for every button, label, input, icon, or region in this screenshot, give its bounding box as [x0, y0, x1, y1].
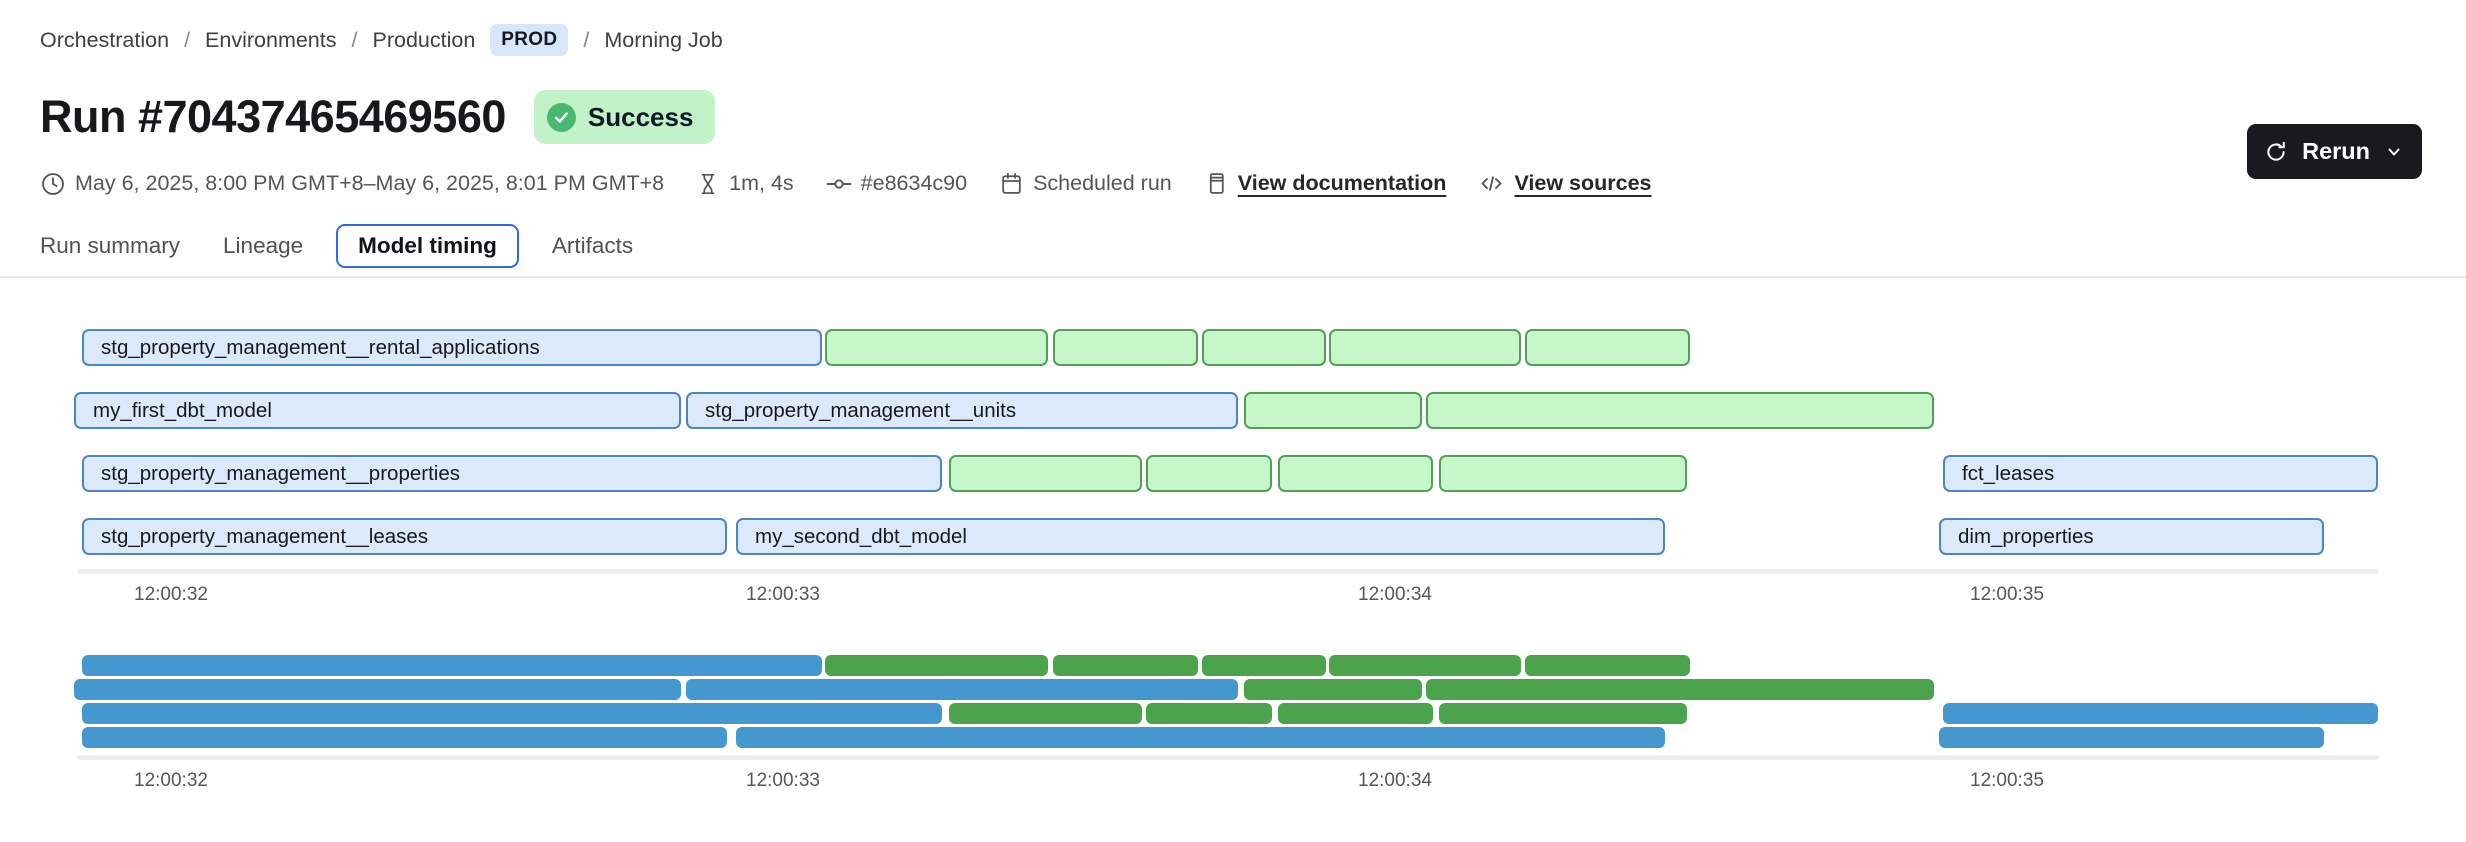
- breadcrumb: Orchestration / Environments / Productio…: [40, 24, 723, 56]
- breadcrumb-separator: /: [351, 27, 358, 52]
- chart-axis-tick: 12:00:34: [1358, 584, 1432, 605]
- environment-badge: PROD: [490, 24, 569, 56]
- minimap-bar: [1525, 655, 1690, 676]
- timeline-bar-dim_properties[interactable]: dim_properties: [1939, 518, 2324, 555]
- timeline-bar-label: stg_property_management__leases: [101, 524, 429, 548]
- timeline-bar[interactable]: [1439, 455, 1687, 492]
- timeline-bar-my_first_dbt_model[interactable]: my_first_dbt_model: [74, 392, 681, 429]
- minimap-bar: [74, 679, 681, 700]
- breadcrumb-orchestration[interactable]: Orchestration: [40, 27, 170, 52]
- minimap-axis-tick: 12:00:35: [1970, 770, 2044, 791]
- minimap-bar: [1278, 703, 1433, 724]
- chevron-down-icon: [2384, 142, 2404, 162]
- minimap-bar: [1439, 703, 1687, 724]
- timeline-bar-label: dim_properties: [1958, 524, 2094, 548]
- status-badge: Success: [533, 90, 716, 144]
- timeline-bar[interactable]: [1202, 329, 1326, 366]
- timeline-bar[interactable]: [1329, 329, 1521, 366]
- chart-axis-tick: 12:00:33: [746, 584, 820, 605]
- tab-bar: Run summary Lineage Model timing Artifac…: [40, 224, 633, 268]
- minimap-bar: [686, 679, 1238, 700]
- timeline-bar[interactable]: [1053, 329, 1198, 366]
- tab-artifacts[interactable]: Artifacts: [551, 233, 634, 258]
- minimap-axis-tick: 12:00:34: [1358, 770, 1432, 791]
- timeline-bar[interactable]: [825, 329, 1048, 366]
- minimap-bar: [1202, 655, 1326, 676]
- timeline-bar[interactable]: [949, 455, 1142, 492]
- minimap-bar: [82, 703, 942, 724]
- breadcrumb-environments[interactable]: Environments: [205, 27, 337, 52]
- breadcrumb-production[interactable]: Production: [372, 27, 476, 52]
- timeline-bar[interactable]: [1146, 455, 1272, 492]
- timeline-bar[interactable]: [1525, 329, 1690, 366]
- chart-axis-tick: 12:00:35: [1970, 584, 2044, 605]
- timeline-bar-label: stg_property_management__units: [705, 398, 1017, 422]
- breadcrumb-morning-job[interactable]: Morning Job: [604, 27, 723, 52]
- view-sources-link[interactable]: View sources: [1478, 170, 1651, 197]
- code-icon: [1478, 170, 1505, 197]
- tab-lineage[interactable]: Lineage: [223, 233, 304, 258]
- minimap-bar: [1146, 703, 1272, 724]
- status-label: Success: [587, 101, 694, 132]
- success-check-icon: [546, 102, 576, 132]
- view-documentation-link[interactable]: View documentation: [1204, 171, 1446, 196]
- run-metadata: May 6, 2025, 8:00 PM GMT+8–May 6, 2025, …: [40, 170, 1651, 197]
- timeline-bar-label: stg_property_management__rental_applicat…: [101, 335, 540, 359]
- timeline-bar-stg_property_management__properties[interactable]: stg_property_management__properties: [82, 455, 942, 492]
- run-trigger: Scheduled run: [999, 171, 1172, 196]
- calendar-icon: [999, 171, 1024, 196]
- commit-icon: [826, 171, 852, 197]
- minimap-bar: [736, 727, 1665, 748]
- header-divider: [0, 276, 2466, 278]
- minimap-bar: [1943, 703, 2378, 724]
- minimap-bar: [82, 727, 727, 748]
- minimap-bar: [82, 655, 822, 676]
- rerun-button[interactable]: Rerun: [2247, 124, 2422, 179]
- chart-axis-tick: 12:00:32: [134, 584, 208, 605]
- timeline-bar-label: fct_leases: [1962, 461, 2055, 485]
- refresh-icon: [2264, 140, 2288, 164]
- docs-icon: [1204, 171, 1229, 196]
- timeline-bar-fct_leases[interactable]: fct_leases: [1943, 455, 2378, 492]
- timeline-bar[interactable]: [1278, 455, 1433, 492]
- minimap-bar: [1426, 679, 1934, 700]
- timeline-bar-stg_property_management__units[interactable]: stg_property_management__units: [686, 392, 1238, 429]
- tab-run-summary[interactable]: Run summary: [40, 233, 181, 258]
- run-commit: #e8634c90: [826, 171, 967, 197]
- run-duration: 1m, 4s: [696, 171, 794, 196]
- minimap-bar: [949, 703, 1142, 724]
- timeline-bar-stg_property_management__leases[interactable]: stg_property_management__leases: [82, 518, 727, 555]
- timeline-bar[interactable]: [1426, 392, 1934, 429]
- tab-model-timing[interactable]: Model timing: [336, 224, 519, 268]
- minimap-bar: [1244, 679, 1422, 700]
- minimap-axis-tick: 12:00:33: [746, 770, 820, 791]
- timeline-bar-my_second_dbt_model[interactable]: my_second_dbt_model: [736, 518, 1665, 555]
- clock-icon: [40, 171, 66, 197]
- minimap-bar: [825, 655, 1048, 676]
- breadcrumb-separator: /: [184, 27, 191, 52]
- breadcrumb-separator: /: [583, 27, 590, 52]
- minimap-bar: [1329, 655, 1521, 676]
- timeline-bar-label: stg_property_management__properties: [101, 461, 460, 485]
- timeline-bar-label: my_first_dbt_model: [93, 398, 272, 422]
- minimap-scrollbar[interactable]: [77, 755, 2379, 760]
- hourglass-icon: [696, 172, 720, 196]
- minimap-axis-tick: 12:00:32: [134, 770, 208, 791]
- timeline-bar-label: my_second_dbt_model: [755, 524, 967, 548]
- page-title: Run #70437465469560: [40, 91, 506, 142]
- timeline-bar-stg_property_management__rental_applications[interactable]: stg_property_management__rental_applicat…: [82, 329, 822, 366]
- run-date-range: May 6, 2025, 8:00 PM GMT+8–May 6, 2025, …: [40, 171, 664, 197]
- timeline-bar[interactable]: [1244, 392, 1422, 429]
- minimap-bar: [1053, 655, 1198, 676]
- rerun-label: Rerun: [2302, 138, 2370, 164]
- chart-scrollbar[interactable]: [77, 569, 2379, 574]
- minimap-bar: [1939, 727, 2324, 748]
